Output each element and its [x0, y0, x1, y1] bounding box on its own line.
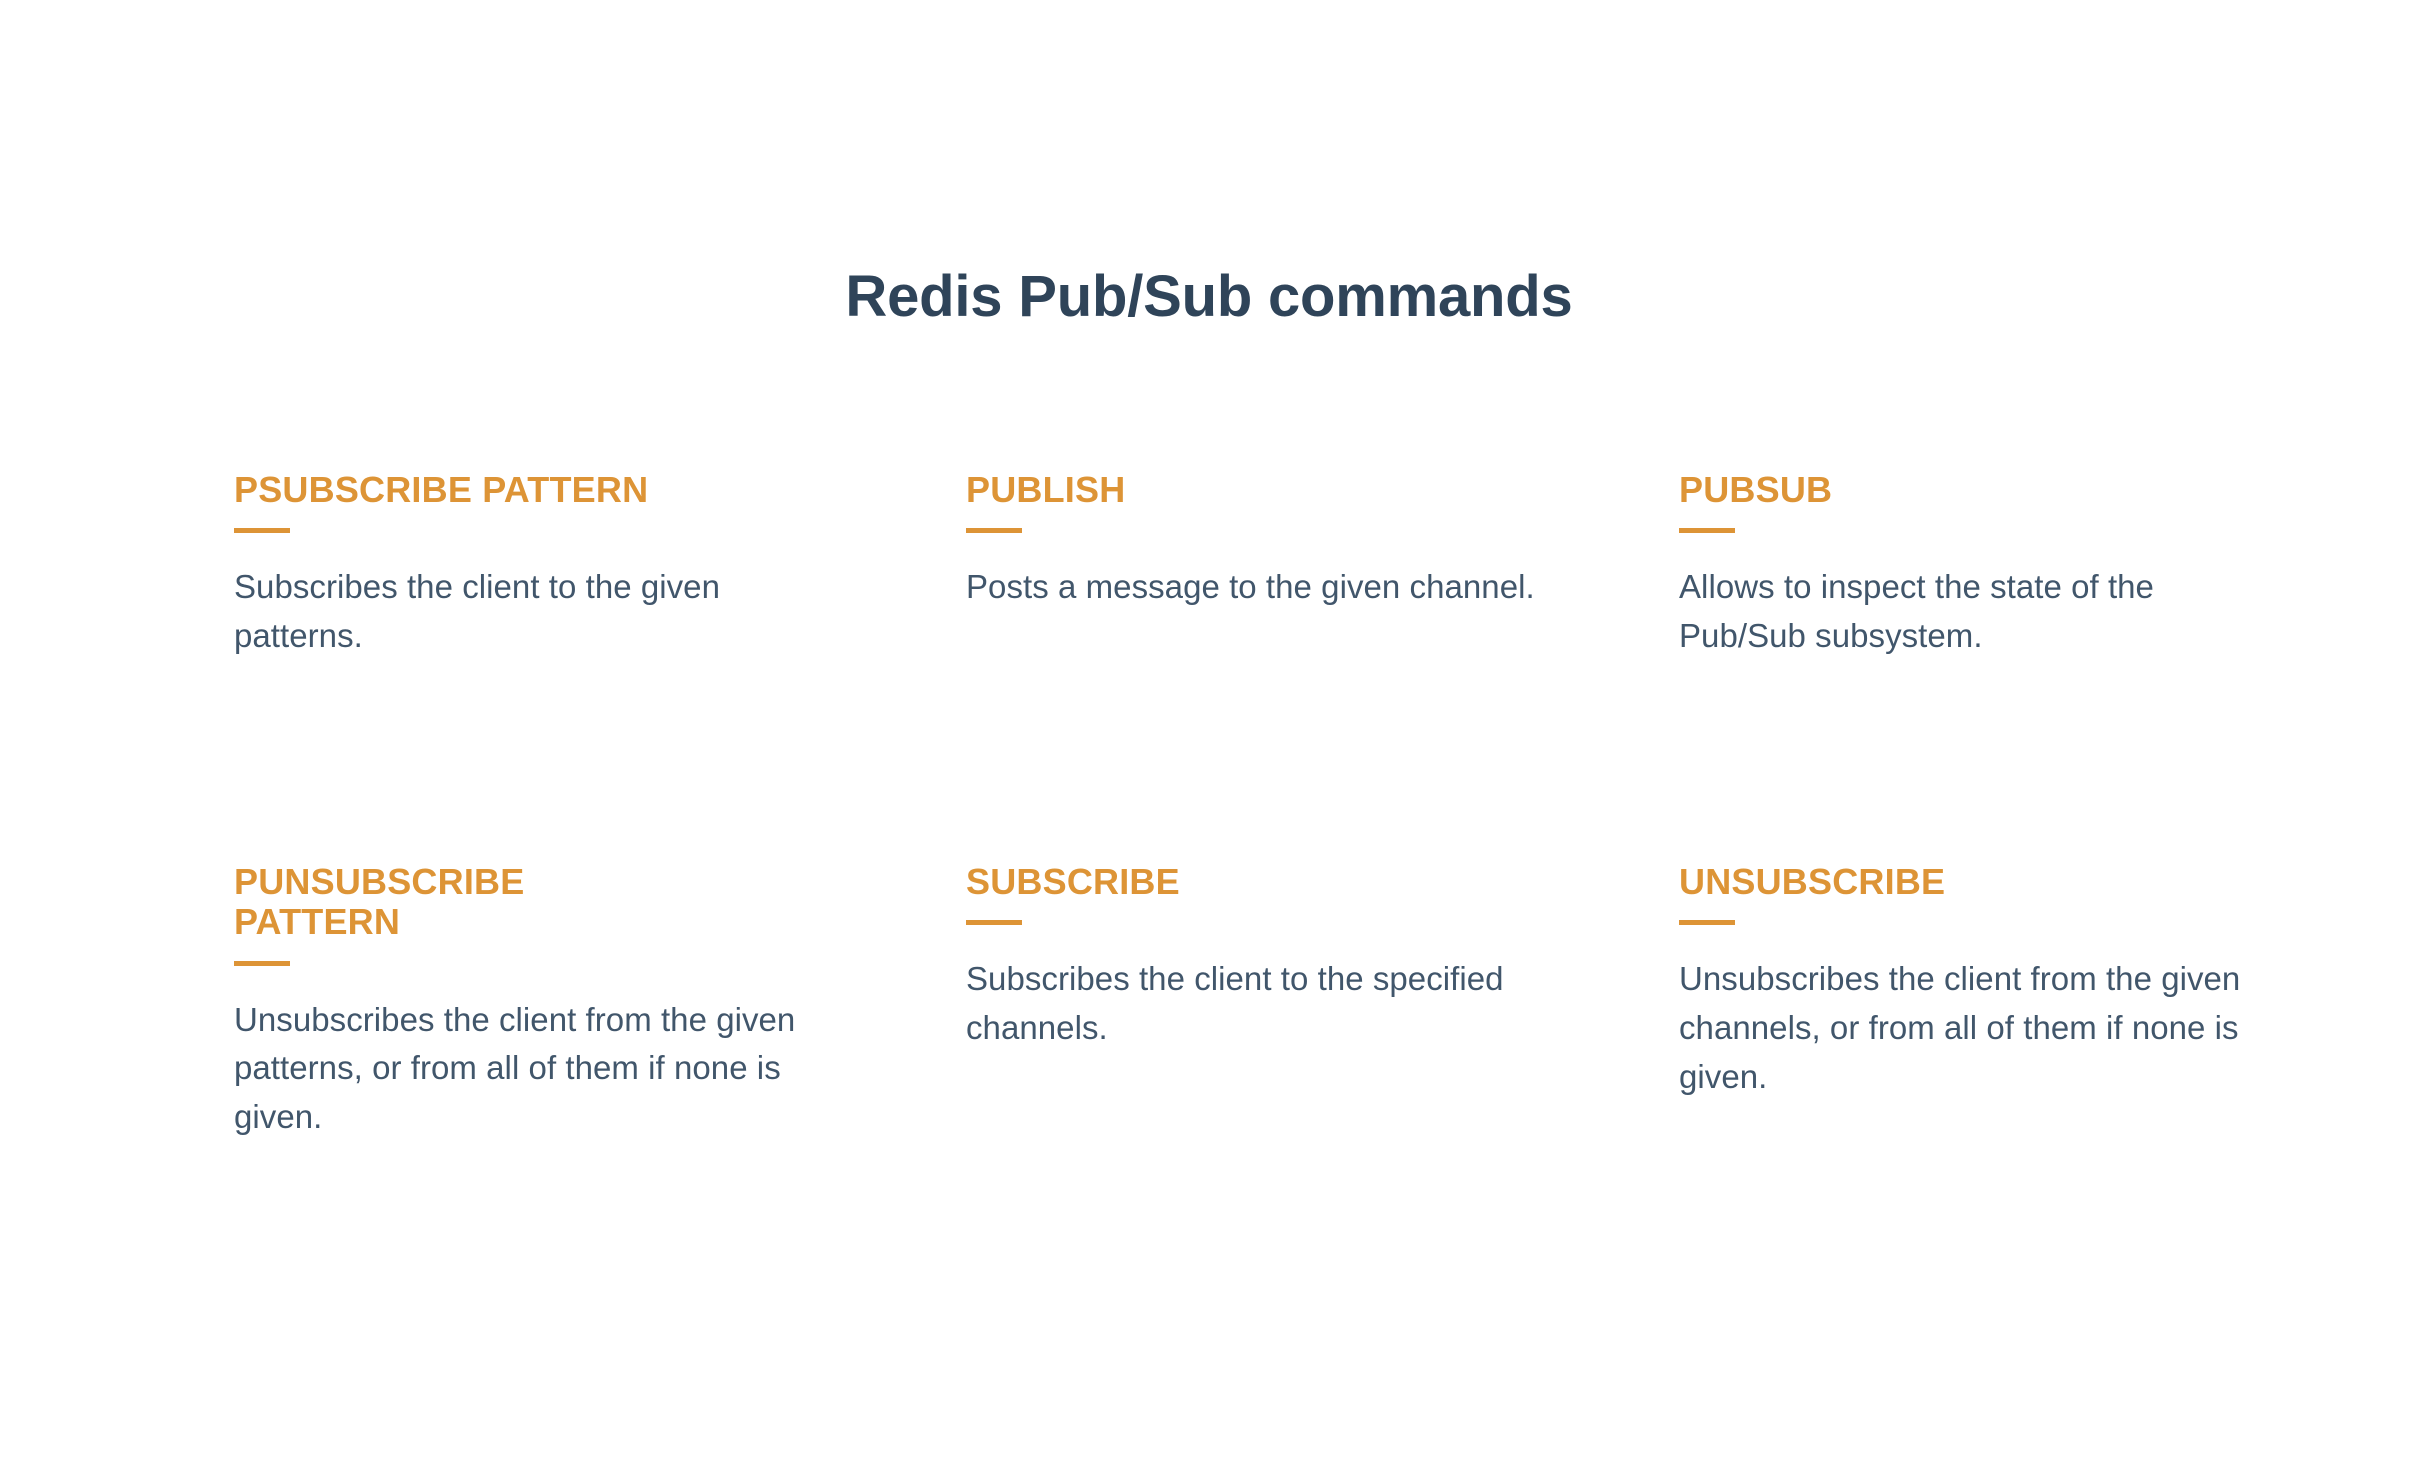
command-name: SUBSCRIBE: [966, 861, 1180, 902]
command-card-punsubscribe-pattern: PUNSUBSCRIBE PATTERN Unsubscribes the cl…: [234, 861, 804, 1142]
command-name: PUBSUB: [1679, 469, 1833, 510]
command-name: PUBLISH: [966, 469, 1126, 510]
command-name: PSUBSCRIBE PATTERN: [234, 469, 649, 510]
command-name: PUNSUBSCRIBE PATTERN: [234, 861, 525, 943]
command-card-subscribe: SUBSCRIBE Subscribes the client to the s…: [966, 861, 1546, 1053]
command-description: Subscribes the client to the given patte…: [234, 568, 720, 655]
command-description: Posts a message to the given channel.: [966, 568, 1535, 606]
command-card-unsubscribe: UNSUBSCRIBE Unsubscribes the client from…: [1679, 861, 2279, 1102]
command-card-publish: PUBLISH Posts a message to the given cha…: [966, 469, 1546, 612]
command-card-pubsub: PUBSUB Allows to inspect the state of th…: [1679, 469, 2279, 661]
accent-rule: [966, 920, 1022, 926]
accent-rule: [234, 528, 290, 534]
command-description: Unsubscribes the client from the given c…: [1679, 960, 2241, 1095]
command-description: Unsubscribes the client from the given p…: [234, 1000, 796, 1136]
accent-rule: [1679, 920, 1735, 926]
command-description: Allows to inspect the state of the Pub/S…: [1679, 568, 2154, 655]
command-description: Subscribes the client to the specified c…: [966, 960, 1504, 1047]
command-name: UNSUBSCRIBE: [1679, 861, 1946, 902]
accent-rule: [1679, 528, 1735, 534]
page-title: Redis Pub/Sub commands: [845, 263, 1573, 329]
command-card-psubscribe-pattern: PSUBSCRIBE PATTERN Subscribes the client…: [234, 469, 804, 661]
accent-rule: [234, 960, 290, 966]
accent-rule: [966, 528, 1022, 534]
